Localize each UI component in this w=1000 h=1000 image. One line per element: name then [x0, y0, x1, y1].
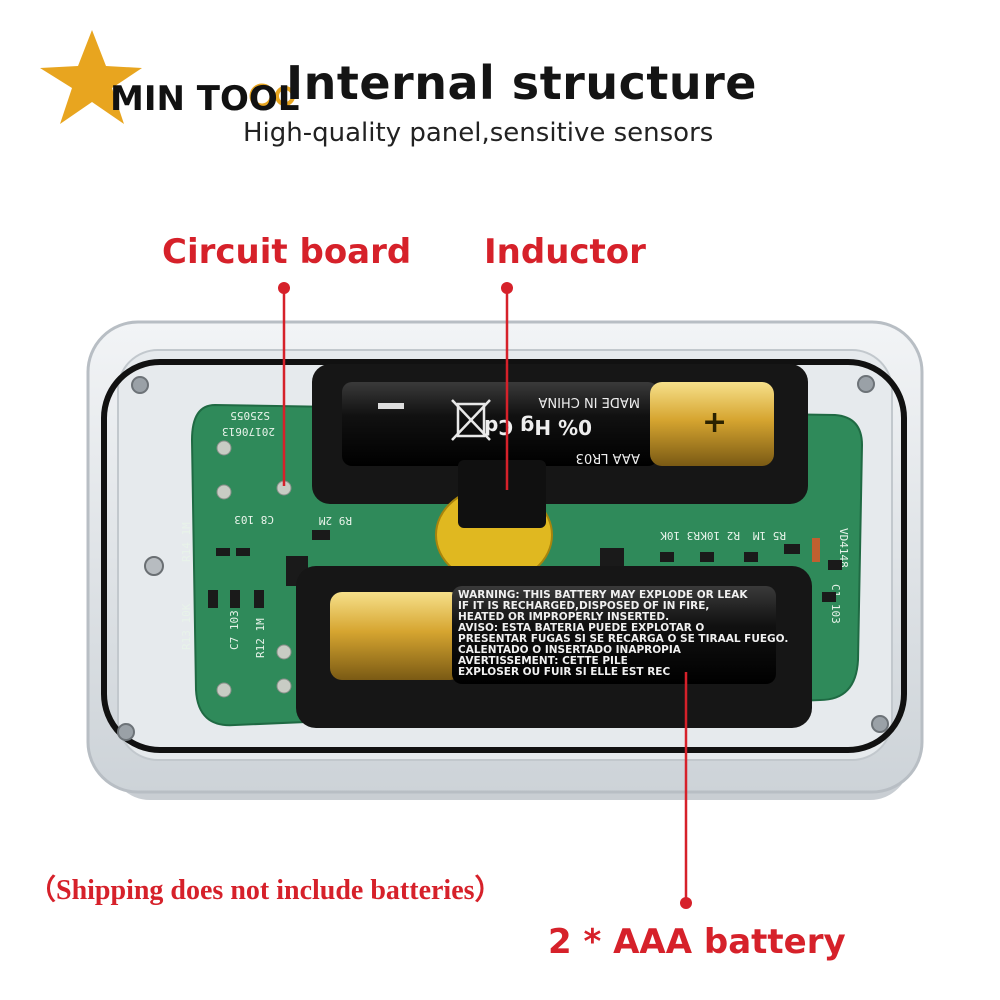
- smd-component: [700, 552, 714, 562]
- pcb-code-text: S25055: [230, 409, 270, 422]
- screw-icon: [117, 723, 135, 741]
- battery-warning-line: CALENTADO O INSERTADO INAPROPIA: [458, 644, 682, 656]
- smd-component: [828, 560, 842, 570]
- battery-top-made: MADE IN CHINA: [538, 394, 640, 409]
- battery-warning-line: AVISO: ESTA BATERIA PUEDE EXPLOTAR O: [458, 622, 704, 634]
- smd-component: [660, 552, 674, 562]
- recycle-bin-icon: [451, 399, 491, 441]
- battery-warning-line: EXPLOSER OU FUIR SI ELLE EST REC: [458, 666, 670, 678]
- callout-circuit-board: Circuit board: [162, 232, 412, 272]
- inductor-dot: [501, 282, 513, 294]
- circuit-board-dot: [278, 282, 290, 294]
- rubber-gasket: [101, 359, 907, 753]
- pcb-r3-text: R3 10K: [660, 529, 700, 542]
- pcb-date-text: 20170613: [222, 425, 275, 438]
- inductor-core: [458, 460, 546, 528]
- screw-icon: [131, 376, 149, 394]
- battery-plus-icon: +: [702, 405, 727, 440]
- pcb-pad: [216, 440, 232, 456]
- smd-component: [784, 544, 800, 554]
- pcb-c8-text: C8 103: [234, 513, 274, 526]
- pcb-screw-icon: [144, 556, 164, 576]
- logo-text: MIN TOOL: [110, 79, 299, 119]
- screw-icon: [857, 375, 875, 393]
- battery-warning-line: IF IT IS RECHARGED,DISPOSED OF IN FIRE,: [458, 600, 709, 612]
- callout-inductor: Inductor: [484, 232, 646, 272]
- page-title: Internal structure: [286, 56, 757, 110]
- battery-warning-line: AVERTISSEMENT: CETTE PILE: [458, 655, 628, 667]
- brand-logo: MIN TOOL: [40, 30, 299, 124]
- logo-gear-icon-2: [275, 86, 295, 106]
- battery-top-mercury: 0% Hg Cd: [484, 415, 592, 439]
- pcb-r2-text: R2 10K: [700, 529, 740, 542]
- battery-top-type: AAA LR03: [576, 450, 640, 465]
- battery-top-body: [342, 382, 658, 466]
- pcb-pad: [216, 682, 232, 698]
- pcb-pad: [216, 484, 232, 500]
- battery-top-cap: [650, 382, 774, 466]
- callout-battery: 2 * AAA battery: [548, 922, 846, 962]
- pcb-r9-text: R9 2M: [319, 514, 352, 527]
- battery-warning-line: WARNING: THIS BATTERY MAY EXPLODE OR LEA…: [458, 589, 748, 601]
- battery-minus-icon: [378, 403, 404, 409]
- smd-component: [230, 590, 240, 608]
- pcb-c7-text: C7 103: [228, 610, 241, 650]
- pcb-pad: [276, 644, 292, 660]
- pcb-r13-text: R13 10K: [180, 603, 193, 650]
- battery-bottom-cap: [330, 592, 462, 680]
- pcb-r12-text: R12 1M: [254, 618, 267, 658]
- shipping-note: （Shipping does not include batteries）: [28, 875, 503, 906]
- smd-component: [744, 552, 758, 562]
- battery-warning-line: HEATED OR IMPROPERLY INSERTED.: [458, 611, 669, 623]
- pcb-pad: [276, 678, 292, 694]
- diode: [812, 538, 820, 562]
- battery-dot: [680, 897, 692, 909]
- smd-component: [600, 548, 624, 566]
- pcb-d-text: VD4148: [837, 528, 850, 568]
- smd-component: [254, 590, 264, 608]
- battery-warning-line: PRESENTAR FUGAS SI SE RECARGA O SE TIRAA…: [458, 633, 788, 645]
- pcb-r5-text: R5 1M: [753, 529, 786, 542]
- pcb-r14-text: R14 1M: [180, 522, 193, 562]
- smd-component: [216, 548, 230, 556]
- battery-bottom-body: [452, 586, 776, 684]
- logo-gear-icon: [249, 83, 275, 109]
- smd-component: [236, 548, 250, 556]
- smd-component: [312, 530, 330, 540]
- smd-component: [208, 590, 218, 608]
- smd-component: [822, 592, 836, 602]
- screw-icon: [871, 715, 889, 733]
- logo-star-icon: [40, 30, 142, 124]
- page-subtitle: High-quality panel,sensitive sensors: [243, 118, 714, 148]
